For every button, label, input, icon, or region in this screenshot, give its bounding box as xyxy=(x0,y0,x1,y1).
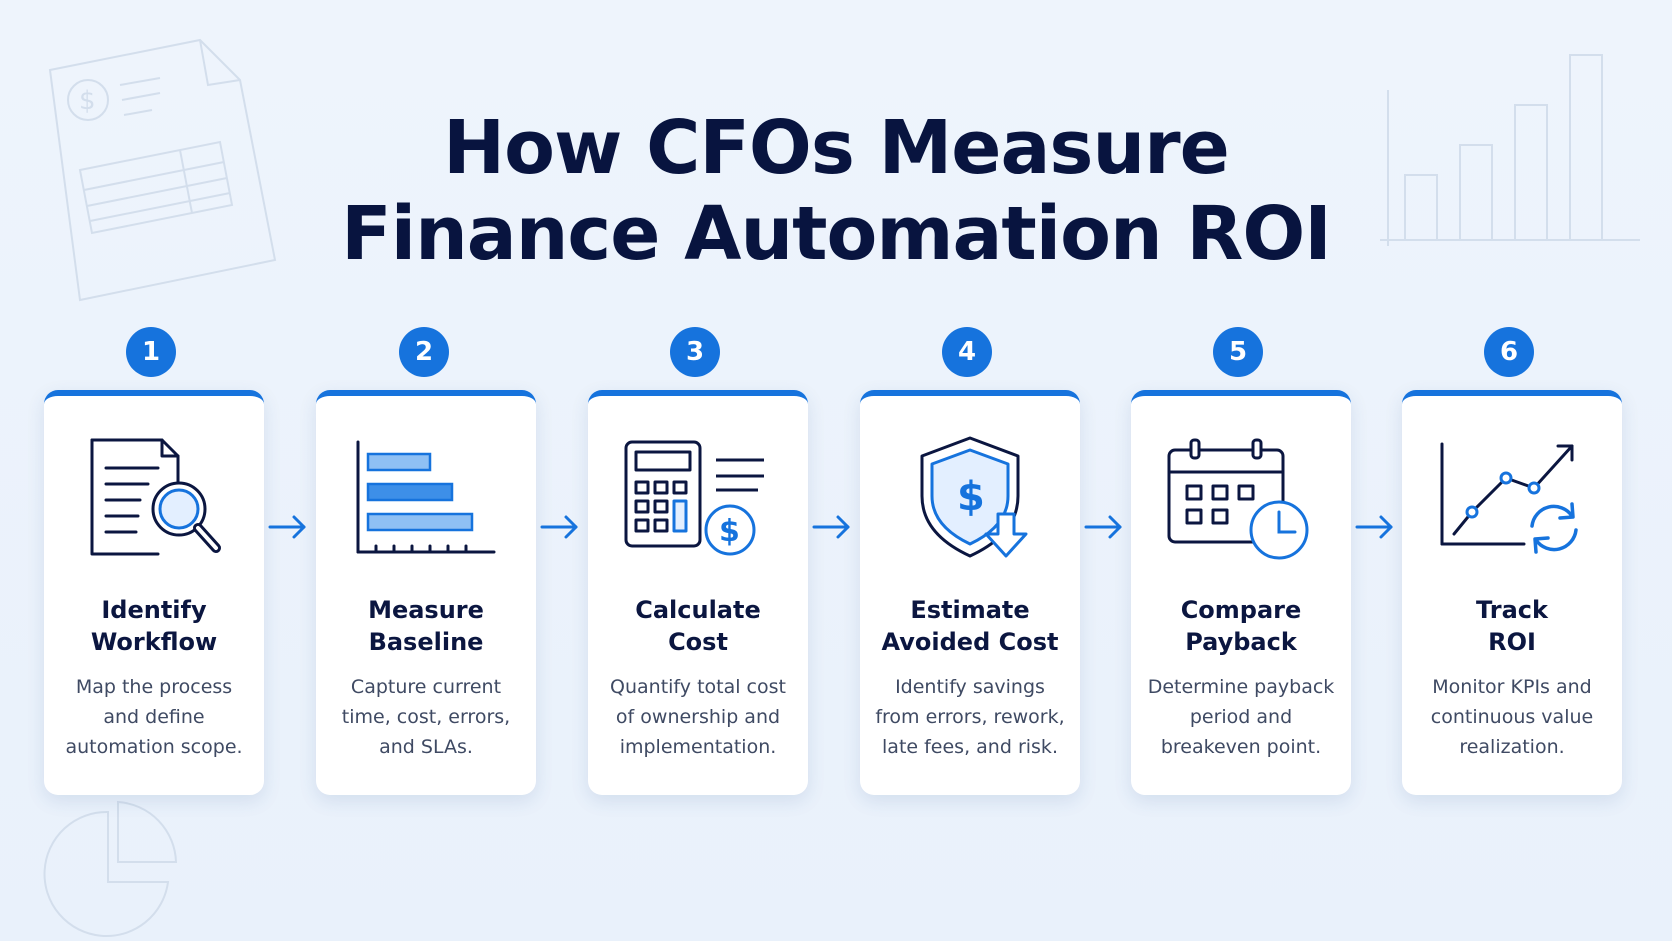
svg-text:$: $ xyxy=(719,514,740,549)
step-3-description: Quantify total cost of ownership and imp… xyxy=(610,676,786,758)
svg-text:$: $ xyxy=(957,474,985,520)
step-5-description: Determine payback period and breakeven p… xyxy=(1147,676,1335,758)
step-2-card: Measure Baseline Capture current time, c… xyxy=(316,390,536,795)
arrow-right-icon xyxy=(1355,515,1393,539)
step-6-badge: 6 xyxy=(1484,327,1534,377)
step-6-description: Monitor KPIs and continuous value realiz… xyxy=(1430,676,1594,758)
step-5-card: Compare Payback Determine payback period… xyxy=(1131,390,1351,795)
calendar-clock-icon xyxy=(1167,438,1309,560)
step-1-badge: 1 xyxy=(126,327,176,377)
arrow-right-icon xyxy=(812,515,850,539)
calculator-dollar-icon: $ xyxy=(624,440,764,556)
shield-dollar-icon: $ xyxy=(920,436,1028,558)
step-6-title: Track ROI xyxy=(1476,596,1548,656)
step-1-title: Identify Workflow xyxy=(90,596,218,656)
step-4-description: Identify savings from errors, rework, la… xyxy=(875,676,1065,758)
trend-refresh-icon xyxy=(1440,442,1578,554)
arrow-right-icon xyxy=(540,515,578,539)
step-1-card: Identify Workflow Map the process and de… xyxy=(44,390,264,795)
bar-chart-icon xyxy=(356,440,496,554)
step-4-card: $ Estimate Avoided Cost Identify savings… xyxy=(860,390,1080,795)
step-5-badge: 5 xyxy=(1213,327,1263,377)
background-pie-chart-icon xyxy=(43,800,178,937)
title-line-2: Finance Automation ROI xyxy=(341,191,1332,277)
step-3-badge: 3 xyxy=(670,327,720,377)
step-4-badge: 4 xyxy=(942,327,992,377)
step-4-title: Estimate Avoided Cost xyxy=(881,596,1059,656)
step-3-title: Calculate Cost xyxy=(635,596,761,656)
step-2-description: Capture current time, cost, errors, and … xyxy=(341,676,511,758)
title-line-1: How CFOs Measure xyxy=(443,105,1230,191)
arrow-right-icon xyxy=(1084,515,1122,539)
page-title: How CFOs Measure Finance Automation ROI xyxy=(0,105,1672,277)
arrow-right-icon xyxy=(268,515,306,539)
step-6-card: Track ROI Monitor KPIs and continuous va… xyxy=(1402,390,1622,795)
step-1-description: Map the process and define automation sc… xyxy=(65,676,243,758)
document-search-icon xyxy=(90,438,221,556)
step-2-title: Measure Baseline xyxy=(368,596,484,656)
step-5-title: Compare Payback xyxy=(1180,596,1302,656)
step-3-card: $ Calculate Cost Quantify total cost of … xyxy=(588,390,808,795)
step-2-badge: 2 xyxy=(399,327,449,377)
